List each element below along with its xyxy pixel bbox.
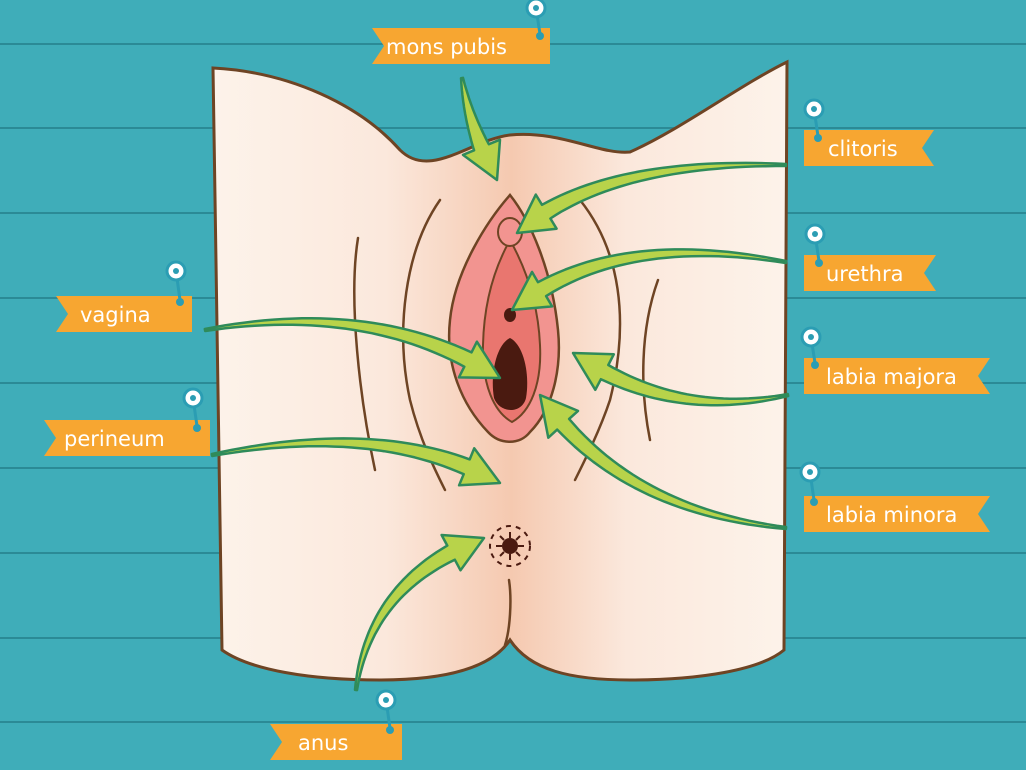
tag-mons-pubis: mons pubis <box>372 0 550 64</box>
arrow-labia-majora <box>571 351 790 407</box>
label-mons-pubis: mons pubis <box>386 35 507 59</box>
arrow-anus <box>353 533 486 692</box>
label-labia-minora: labia minora <box>826 503 957 527</box>
label-clitoris: clitoris <box>828 137 898 161</box>
label-anus: anus <box>298 731 348 755</box>
label-labia-majora: labia majora <box>826 365 957 389</box>
label-perineum: perineum <box>64 427 165 451</box>
tag-labia-majora: labia majora <box>800 326 990 394</box>
arrow-urethra <box>510 248 788 312</box>
arrow-clitoris <box>515 161 788 235</box>
tag-clitoris: clitoris <box>803 98 934 166</box>
arrow-labia-minora <box>538 393 788 531</box>
arrow-mons-pubis <box>459 76 502 182</box>
arrow-vagina <box>203 317 502 380</box>
label-vagina: vagina <box>80 303 151 327</box>
label-urethra: urethra <box>826 262 903 286</box>
tag-labia-minora: labia minora <box>799 461 990 532</box>
anus-shape <box>489 525 531 567</box>
tag-anus: anus <box>270 689 402 760</box>
arrow-perineum <box>210 437 502 487</box>
tag-vagina: vagina <box>56 260 192 332</box>
arrows <box>203 76 790 692</box>
vaginal-opening <box>492 338 528 410</box>
tag-urethra: urethra <box>804 223 936 291</box>
urethra-opening <box>504 308 516 322</box>
tag-perineum: perineum <box>44 387 210 456</box>
